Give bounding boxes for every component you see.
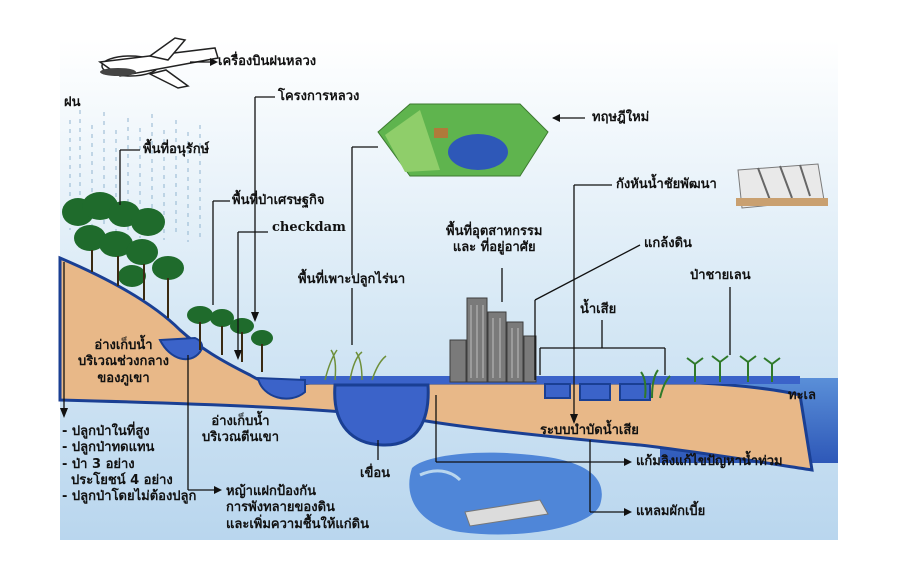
label-monkey-cheek: แกล้งดิน [644, 236, 692, 251]
treatment-pond-2 [579, 383, 611, 401]
building-windows [470, 305, 519, 378]
label-checkdam: checkdam [272, 220, 346, 235]
label-new-theory: ทฤษฎีใหม่ [592, 110, 650, 125]
label-flood-solution: แก้มลิงแก้ไขปัญหาน้ำท่วม [636, 454, 783, 469]
label-rain: ฝน [64, 95, 81, 110]
grass-clump [640, 369, 671, 399]
label-plane: เครื่องบินฝนหลวง [218, 54, 317, 69]
label-economic-forest: พื้นที่ป่าเศรษฐกิจ [232, 193, 325, 208]
dam-reservoir-water [333, 383, 430, 447]
mid-reservoir-water [158, 336, 204, 361]
label-industrial-residential: พื้นที่อุตสาหกรรม และ ที่อยู่อาศัย [446, 224, 543, 256]
economic-forest [187, 306, 273, 346]
conservation-forest [62, 192, 184, 287]
conservation-forest-trunks [91, 250, 169, 318]
new-theory-farm-icon [377, 103, 549, 177]
economic-forest-trunks [199, 322, 263, 372]
label-mangrove: ป่าชายเลน [690, 268, 751, 283]
treatment-pond-3 [619, 383, 651, 401]
treatment-pond-1 [544, 383, 571, 399]
dam-inset-icon [409, 452, 602, 535]
label-foot-reservoir: อ่างเก็บน้ำ บริเวณตีนเขา [202, 414, 279, 446]
label-forest-list: - ปลูกป่าในที่สูง - ปลูกป่าทดแทน - ป่า 3… [62, 424, 197, 504]
aerator-icon [736, 163, 828, 209]
arrow-heads [60, 58, 632, 516]
label-aerator: กังหันน้ำชัยพัฒนา [616, 177, 717, 192]
foot-reservoir-water [256, 376, 306, 400]
label-sea: ทะเล [788, 388, 816, 403]
label-conservation-area: พื้นที่อนุรักษ์ [143, 142, 210, 157]
water-surface [300, 376, 800, 384]
label-farmland: พื้นที่เพาะปลูกไร่นา [298, 272, 406, 287]
label-mid-reservoir: อ่างเก็บน้ำ บริเวณช่วงกลาง ของภูเขา [78, 338, 169, 386]
mangrove-plants [686, 355, 781, 382]
label-royal-project: โครงการหลวง [278, 89, 360, 104]
label-dam: เขื่อน [360, 466, 391, 481]
label-vetiver: หญ้าแฝกป้องกัน การพังทลายของดิน และเพิ่ม… [226, 484, 369, 532]
label-pakbia: แหลมผักเบี้ย [636, 504, 706, 519]
label-treatment-system: ระบบบำบัดน้ำเสีย [540, 423, 639, 438]
rice-plants [324, 349, 387, 381]
label-wastewater: น้ำเสีย [580, 302, 617, 317]
rain-plane-icon [97, 37, 219, 89]
